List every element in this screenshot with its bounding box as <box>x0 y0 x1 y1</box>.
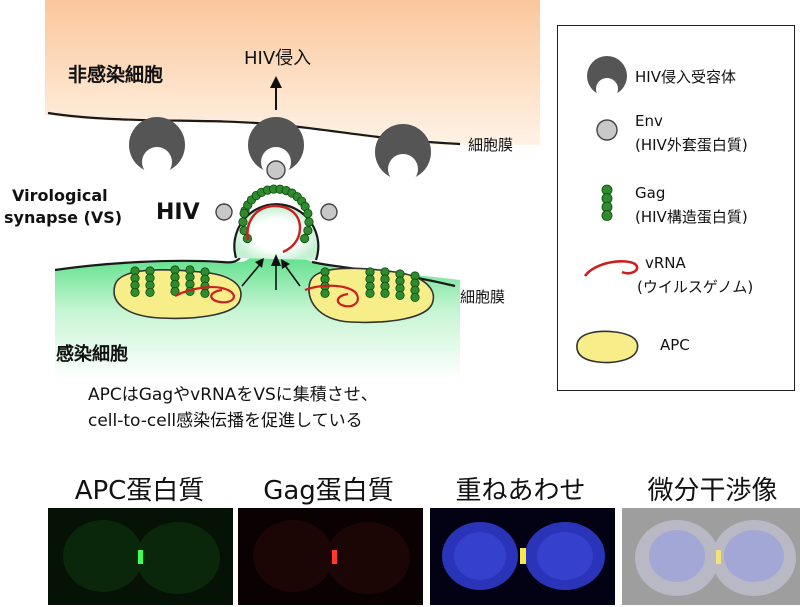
micrograph-title-gag: Gag蛋白質 <box>263 476 394 506</box>
gag-bead <box>303 208 313 219</box>
hiv-entry-label: HIV侵入 <box>244 48 312 69</box>
membrane-label-top: 細胞膜 <box>468 136 514 154</box>
apc-gag-clusters <box>130 265 420 303</box>
caption-line1: APCはGagやvRNAをVSに集積させ、 <box>88 385 378 405</box>
caption-line2: cell-to-cell感染伝播を促進している <box>88 411 363 431</box>
legend-vrna-icon <box>583 260 639 277</box>
micrograph-merge <box>430 508 615 605</box>
gag-bead <box>601 210 613 221</box>
legend-env-label: Env <box>635 112 663 130</box>
gag-bead <box>410 292 420 303</box>
legend-receptor-icon <box>587 56 627 100</box>
micrograph-title-merge: 重ねあわせ <box>455 476 586 506</box>
apc-vrna-left <box>174 286 235 304</box>
uninfected-cell-label: 非感染細胞 <box>68 64 164 86</box>
entry-arrow <box>270 76 282 110</box>
legend-vrna-label: vRNA <box>645 254 686 272</box>
gag-bead <box>395 290 405 301</box>
transport-arrows <box>241 261 301 290</box>
gag-bead <box>299 233 310 244</box>
gag-bead <box>200 288 210 299</box>
legend-box <box>557 25 795 391</box>
membrane-label-bottom: 細胞膜 <box>460 288 506 306</box>
gag-bead <box>130 287 140 298</box>
micrograph-title-apc: APC蛋白質 <box>74 476 205 506</box>
gag-bead <box>380 288 390 299</box>
env-left <box>215 203 233 221</box>
legend-env-sublabel: (HIV外套蛋白質) <box>635 136 748 154</box>
apc-vrna-right <box>304 284 359 308</box>
legend-gag-sublabel: (HIV構造蛋白質) <box>635 208 748 226</box>
micrograph-dic <box>622 508 800 605</box>
legend-gag-icon <box>601 184 613 221</box>
gag-bead <box>145 287 155 298</box>
gag-bead <box>304 217 314 227</box>
vs-label-line2: synapse (VS) <box>4 208 123 227</box>
env-right <box>320 203 338 221</box>
gag-bead <box>320 288 330 299</box>
gag-bead <box>238 217 248 227</box>
virus-vrna <box>246 204 302 254</box>
legend-gag-label: Gag <box>635 184 666 202</box>
legend-receptor-label: HIV侵入受容体 <box>635 68 736 86</box>
receptor-left <box>129 117 185 177</box>
legend-env-icon <box>596 119 618 141</box>
env-top <box>266 160 286 180</box>
gag-bead <box>239 208 249 219</box>
uninfected-cell <box>45 0 540 145</box>
gag-bead <box>303 225 313 236</box>
legend-apc-label: APC <box>660 336 690 354</box>
infected-cell-label: 感染細胞 <box>56 344 128 365</box>
legend-vrna-sublabel: (ウイルスゲノム) <box>637 278 754 296</box>
receptor-right <box>375 124 431 184</box>
micrograph-gag <box>238 508 423 605</box>
micrograph-apc <box>48 508 233 605</box>
transport-arrowheads <box>255 254 290 269</box>
gag-bead <box>365 288 375 299</box>
vs-label-line1: Virological <box>12 186 108 205</box>
hiv-label: HIV <box>156 200 200 225</box>
micrograph-title-dic: 微分干渉像 <box>647 476 778 506</box>
legend-apc-icon <box>576 330 639 364</box>
